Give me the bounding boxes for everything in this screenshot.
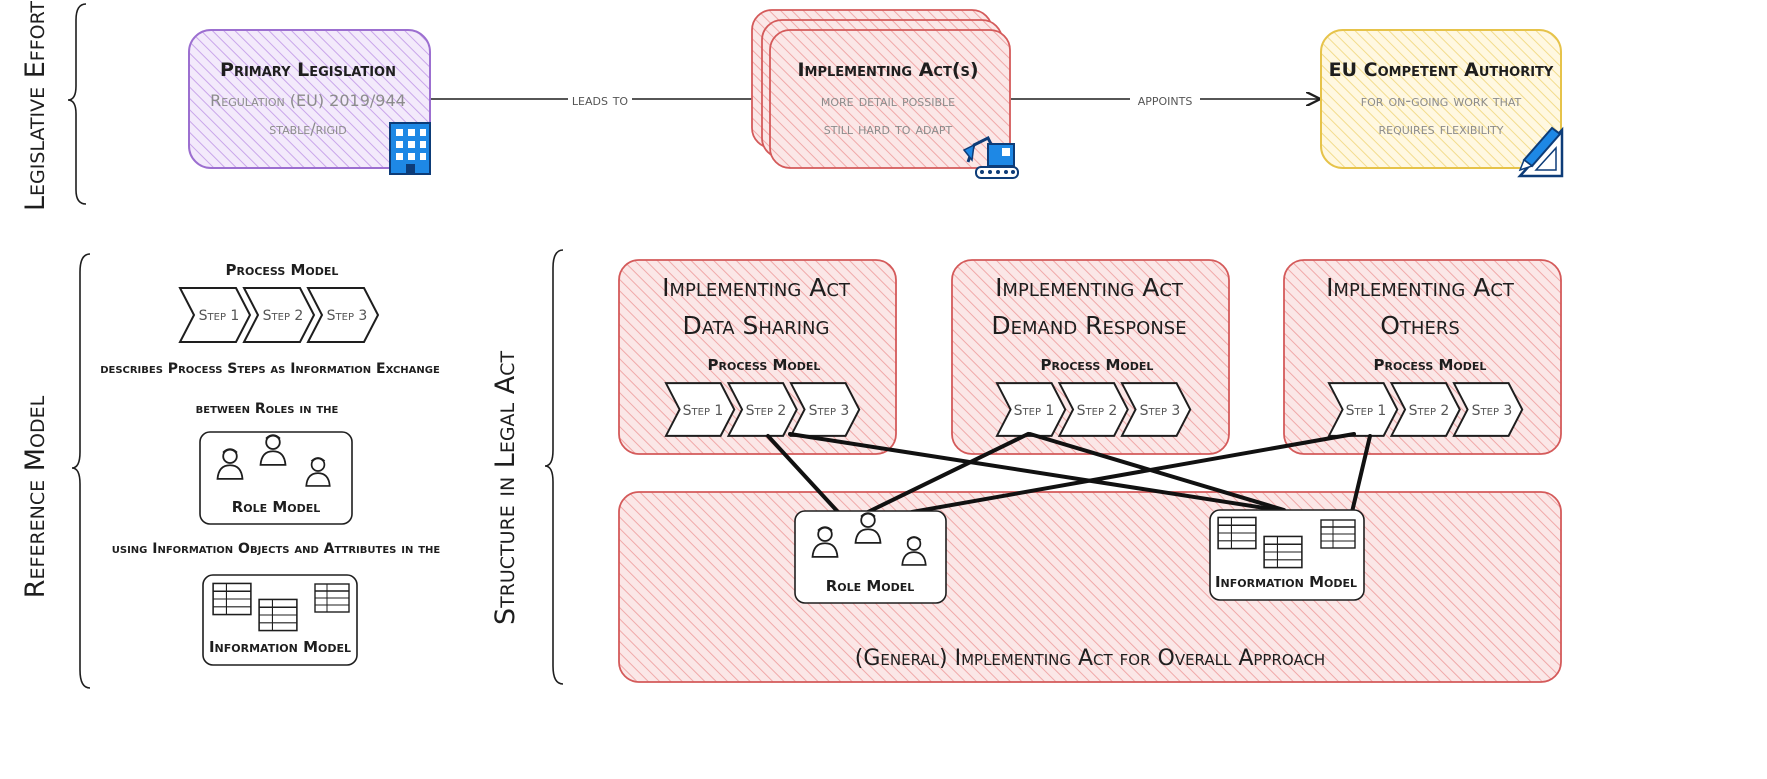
competent-authority-line1: for on-going work that [1361,91,1522,110]
table-icon [212,582,252,616]
connector-ot-step1-to-info [1350,434,1372,514]
act-subtitle-3: Others [1380,311,1460,340]
table-icon [1320,519,1356,549]
primary-legislation-title: Primary Legislation [220,59,396,81]
competent-authority-title: EU Competent Authority [1329,59,1554,81]
table-icon [1263,535,1303,569]
brace-legislative [67,3,87,205]
primary-legislation-line1: Regulation (EU) 2019/944 [210,91,406,110]
act-process-model-3: Process Model [1374,356,1487,374]
act-box-demand-response: Implementing Act Demand Response Process… [951,259,1230,455]
ref-information-model-box: Information Model [202,574,358,666]
ref-role-model-box: Role Model [199,431,353,525]
section-label-reference: Reference Model [20,395,51,598]
connector-dr-step1-to-info [1028,432,1286,512]
connector-lines [766,432,1372,514]
act3-step-2: Step 2 [1409,403,1450,419]
act-title-2: Implementing Act [995,273,1184,302]
connector-dr-step1-to-role [866,432,1030,514]
ref-between-text: between Roles in the [196,401,339,417]
act1-step-2: Step 2 [746,403,787,419]
act-box-data-sharing: Implementing Act Data Sharing Process Mo… [618,259,897,455]
connector-ot-step1-to-role [910,432,1356,514]
act3-step-3: Step 3 [1472,403,1513,419]
table-icon [258,598,298,632]
competent-authority-line2: requires flexibility [1379,119,1504,138]
ref-using-text: using Information Objects and Attributes… [112,541,441,557]
ref-process-steps: Step 1 Step 2 Step 3 [179,287,379,343]
implementing-acts-line2: still hard to adapt [824,119,953,138]
competent-authority-box: EU Competent Authority for on-going work… [1320,29,1564,178]
act2-step-3: Step 3 [1140,403,1181,419]
act1-step-3: Step 3 [809,403,850,419]
ref-describes-text: describes Process Steps as Information E… [100,361,440,377]
act-subtitle-1: Data Sharing [683,311,830,340]
brace-reference [71,253,91,689]
act2-step-2: Step 2 [1077,403,1118,419]
act-subtitle-2: Demand Response [991,311,1186,340]
general-information-model-box: Information Model [1209,509,1365,601]
general-role-model-label: Role Model [826,577,915,595]
act-title-3: Implementing Act [1326,273,1515,302]
table-icon [1217,516,1257,550]
general-information-model-label: Information Model [1215,573,1357,591]
section-label-structure: Structure in Legal Act [490,351,521,625]
ref-step-2: Step 2 [263,308,304,324]
arrow-appoints-label: appoints [1138,91,1193,109]
primary-legislation-box: Primary Legislation Regulation (EU) 2019… [188,29,431,175]
brace-structure [544,249,564,685]
ref-process-model-title: Process Model [226,261,339,279]
arrow-leads-to-label: leads to [572,91,629,109]
table-icon [314,583,350,613]
act2-step-1: Step 1 [1014,403,1055,419]
ref-step-3: Step 3 [327,308,368,324]
implementing-acts-line1: more detail possible [821,91,955,110]
ref-role-model-label: Role Model [232,498,321,516]
general-role-model-box: Role Model [794,510,947,604]
act-box-others: Implementing Act Others Process Model St… [1283,259,1562,455]
act-process-model-2: Process Model [1041,356,1154,374]
ref-information-model-label: Information Model [209,638,351,656]
connector-ds-step2-to-role [766,434,840,514]
implementing-acts-stack: Implementing Act(s) more detail possible… [751,9,1019,179]
implementing-acts-title: Implementing Act(s) [797,59,978,81]
section-label-legislative: Legislative Effort [20,1,51,211]
connector-ds-step2-to-info [788,432,1286,513]
ruler-pencil-icon [1517,126,1564,178]
act-title-1: Implementing Act [662,273,851,302]
office-building-icon [389,122,431,175]
act3-step-1: Step 1 [1346,403,1387,419]
ref-step-1: Step 1 [199,308,240,324]
primary-legislation-line2: stable/rigid [269,119,347,138]
act-process-model-1: Process Model [708,356,821,374]
act1-step-1: Step 1 [683,403,724,419]
general-implementing-act-label: (General) Implementing Act for Overall A… [855,646,1325,671]
excavator-icon [962,135,1019,179]
